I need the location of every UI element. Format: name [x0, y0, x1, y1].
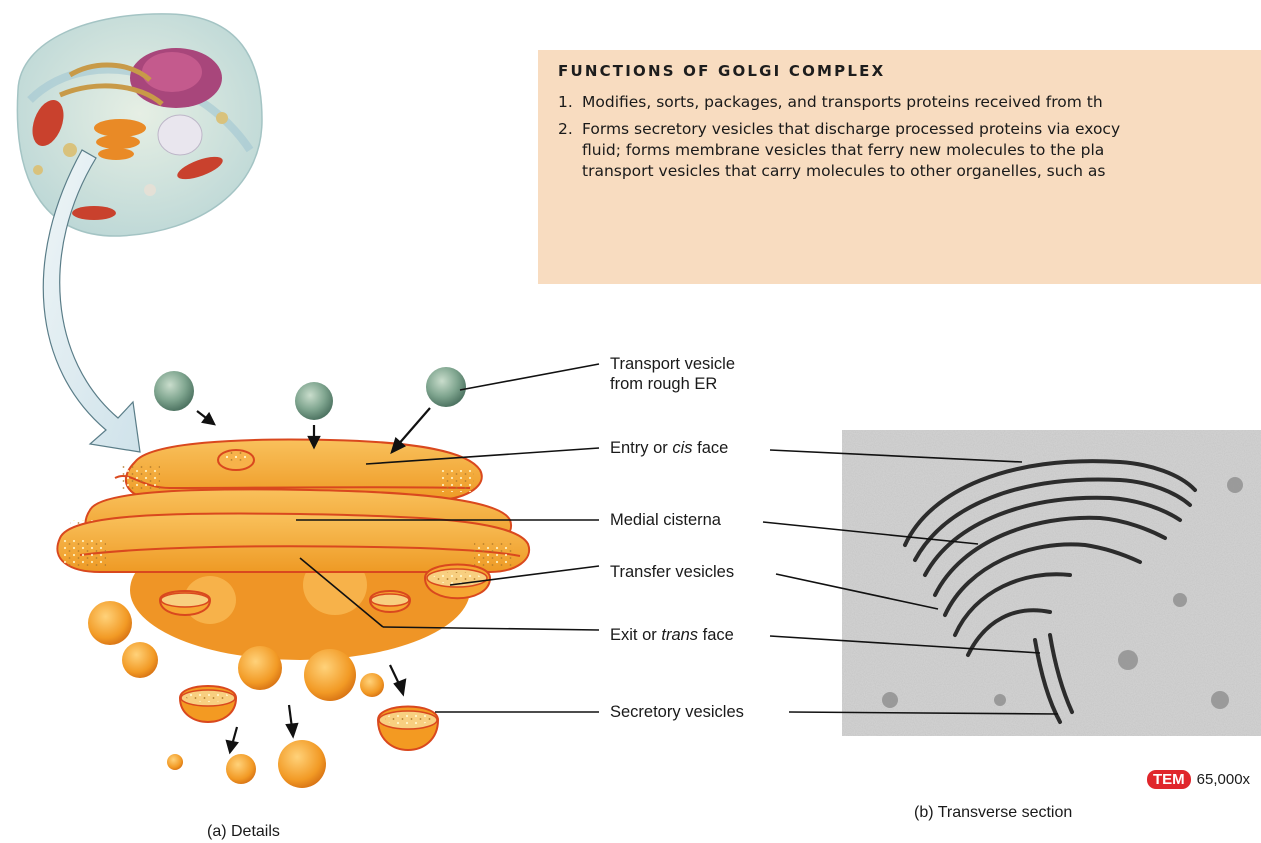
tem-pill: TEM — [1147, 770, 1191, 789]
caption-details: (a) Details — [207, 823, 280, 841]
label-text: face — [698, 626, 734, 644]
magnification-text: 65,000x — [1197, 771, 1250, 788]
label-italic: trans — [661, 626, 698, 644]
label-exit-trans-face: Exit or trans face — [610, 625, 734, 645]
tem-badge: TEM 65,000x — [1147, 770, 1250, 789]
label-medial-cisterna: Medial cisterna — [610, 510, 721, 530]
label-secretory-vesicles: Secretory vesicles — [610, 702, 744, 722]
label-text: face — [693, 439, 729, 457]
label-line: from rough ER — [610, 374, 735, 394]
caption-transverse-section: (b) Transverse section — [914, 804, 1072, 822]
label-transport-vesicle: Transport vesicle from rough ER — [610, 354, 735, 394]
tem-micrograph — [842, 430, 1261, 736]
label-text: Exit or — [610, 626, 661, 644]
label-italic: cis — [672, 439, 692, 457]
label-text: Entry or — [610, 439, 672, 457]
cell-illustration — [17, 14, 262, 236]
label-transfer-vesicles: Transfer vesicles — [610, 562, 734, 582]
label-entry-cis-face: Entry or cis face — [610, 438, 728, 458]
label-line: Transport vesicle — [610, 354, 735, 374]
